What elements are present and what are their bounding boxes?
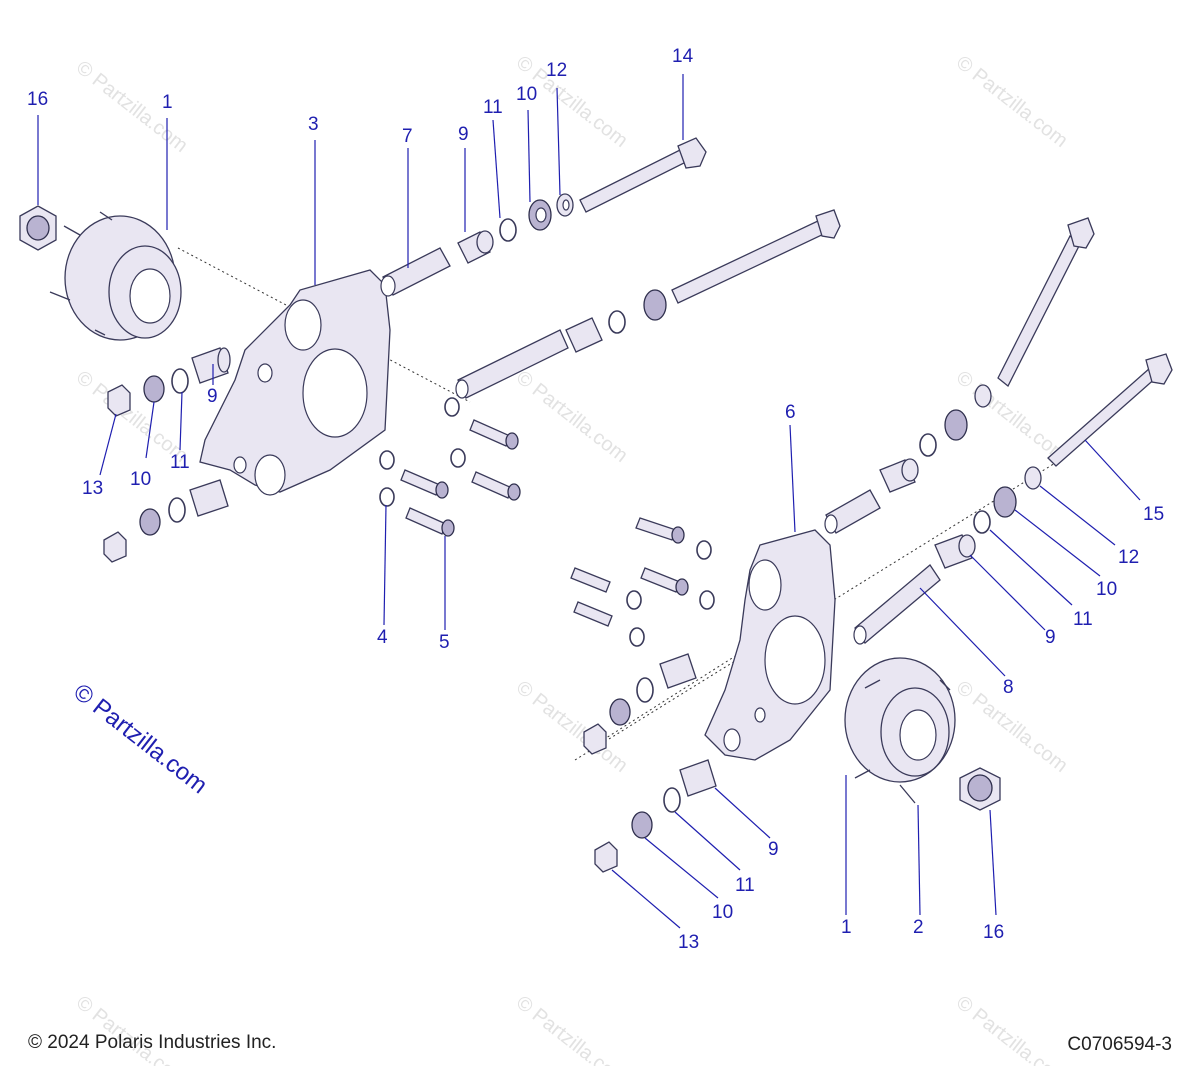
- callout-5: 5: [439, 632, 450, 653]
- callout-numbers: 16 1 3 7 9 11 10 12 14 9 11 10 13 4 5 6 …: [27, 46, 1164, 953]
- bolt-14: [579, 137, 707, 213]
- callout-14: 14: [672, 46, 694, 67]
- callout-4: 4: [377, 627, 388, 648]
- drawing-number: C0706594-3: [1067, 1034, 1172, 1055]
- watermark: © Partzilla.com: [512, 677, 632, 777]
- callout-11: 11: [1073, 609, 1093, 630]
- right-upper-stack: [824, 217, 1095, 534]
- screws-4-5: [379, 397, 521, 537]
- callout-1: 1: [841, 917, 852, 938]
- right-screws: [570, 517, 715, 647]
- axis-line: [594, 614, 801, 746]
- callout-9: 9: [1045, 627, 1056, 648]
- watermark: © Partzilla.com: [72, 992, 192, 1066]
- washer-12-top: [556, 193, 574, 217]
- callout-7: 7: [402, 126, 413, 147]
- flange-nut-16-right: [959, 767, 1001, 811]
- right-middle-stack: [853, 353, 1173, 645]
- callout-10: 10: [516, 84, 537, 105]
- callout-8: 8: [1003, 677, 1014, 698]
- callout-9: 9: [207, 386, 218, 407]
- watermark: © Partzilla.com: [952, 52, 1072, 152]
- watermark: © Partzilla.com: [72, 57, 192, 157]
- callout-11: 11: [735, 875, 755, 896]
- callout-10: 10: [130, 469, 151, 490]
- flange-nut-16-left: [19, 205, 57, 251]
- callout-10: 10: [1096, 579, 1117, 600]
- callout-16: 16: [983, 922, 1004, 943]
- callout-11: 11: [483, 97, 503, 118]
- callout-15: 15: [1143, 504, 1164, 525]
- copyright-notice: © 2024 Polaris Industries Inc.: [28, 1032, 277, 1053]
- watermark: © Partzilla.com: [512, 367, 632, 467]
- callout-3: 3: [308, 114, 319, 135]
- lower-left-stack: [103, 347, 231, 563]
- callout-11: 11: [170, 452, 190, 473]
- callout-12: 12: [1118, 547, 1139, 568]
- callout-9: 9: [768, 839, 779, 860]
- sleeve-7: [380, 247, 451, 297]
- callout-2: 2: [913, 917, 924, 938]
- watermark-main: © Partzilla.com: [68, 678, 212, 799]
- bushing-9-top: [457, 230, 494, 264]
- watermark: © Partzilla.com: [512, 992, 632, 1066]
- watermark: © Partzilla.com: [952, 992, 1072, 1066]
- wheel-hub-1-left: [49, 211, 182, 341]
- callout-9: 9: [458, 124, 469, 145]
- leader-lines: [37, 74, 1141, 929]
- callout-12: 12: [546, 60, 567, 81]
- callout-13: 13: [678, 932, 699, 953]
- right-lower-stack: [583, 653, 717, 873]
- callout-1: 1: [162, 92, 173, 113]
- callout-16: 16: [27, 89, 48, 110]
- wheel-hub-1-right: [844, 657, 956, 804]
- sleeve-lower-left: [455, 209, 841, 399]
- callout-10: 10: [712, 902, 733, 923]
- callout-6: 6: [785, 402, 796, 423]
- knuckle-6: [704, 529, 836, 761]
- washer-10-top: [528, 199, 552, 231]
- watermark: © Partzilla.com: [952, 367, 1072, 467]
- knuckle-3: [199, 269, 391, 496]
- callout-13: 13: [82, 478, 103, 499]
- o-ring-11-top: [499, 218, 517, 242]
